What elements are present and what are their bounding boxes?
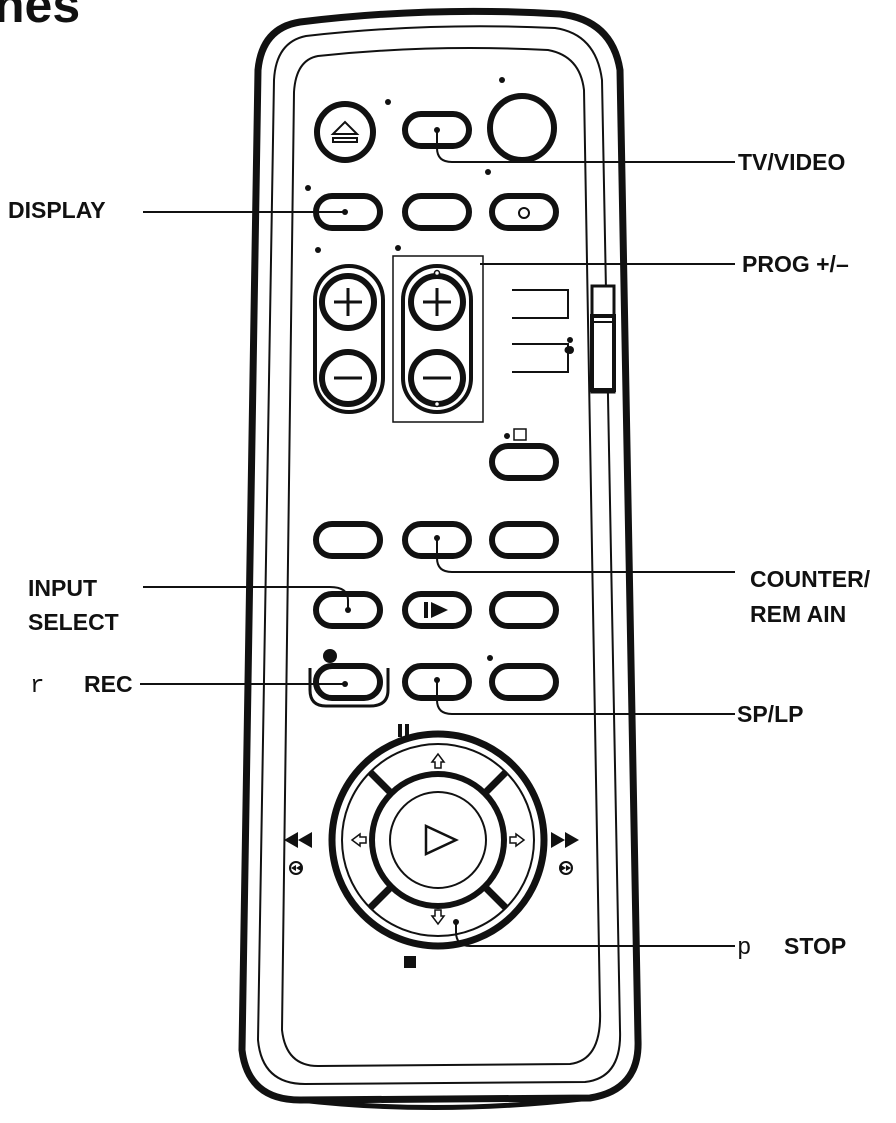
callout-tv-video: TV/VIDEO xyxy=(738,149,845,175)
row2-middle-button[interactable] xyxy=(402,193,472,231)
rewind-button[interactable] xyxy=(350,832,367,848)
play-icon xyxy=(424,824,459,856)
callout-display: DISPLAY xyxy=(8,197,106,223)
prog-minus-button[interactable] xyxy=(408,349,466,407)
callout-stop-prefix: p xyxy=(737,935,751,962)
eject-icon xyxy=(330,120,360,143)
plus-icon xyxy=(423,288,451,316)
arrow-right-icon xyxy=(509,832,526,848)
page-title: nes xyxy=(0,0,80,33)
callout-lines xyxy=(140,130,735,947)
indicator-dot xyxy=(499,77,505,83)
rewind-icon xyxy=(284,832,312,875)
plus-icon xyxy=(334,288,362,316)
indicator-dot xyxy=(567,337,573,343)
arrow-up-icon xyxy=(430,752,446,769)
play-icon xyxy=(431,602,448,618)
arrow-down-icon xyxy=(430,909,446,926)
indicator-dot xyxy=(395,245,401,251)
indicator-dot xyxy=(566,346,574,354)
remote-body xyxy=(238,7,642,1111)
indicator-dot xyxy=(485,169,491,175)
callout-counter-line2: REM AIN xyxy=(750,601,846,627)
prog-highlight-box xyxy=(392,255,484,423)
eject-button[interactable] xyxy=(314,101,376,163)
screen-icon xyxy=(513,428,527,441)
stop-icon xyxy=(404,956,416,968)
tactile-dot xyxy=(433,269,441,277)
callout-stop: STOP xyxy=(784,933,846,959)
slow-play-button[interactable] xyxy=(402,591,472,629)
pause-button[interactable] xyxy=(430,752,446,769)
indicator-dot xyxy=(487,655,493,661)
row7-right-button[interactable] xyxy=(489,663,559,701)
row5-right-button[interactable] xyxy=(489,521,559,559)
callout-dots xyxy=(342,127,459,925)
fast-forward-button[interactable] xyxy=(509,832,526,848)
indicator-dot xyxy=(504,433,510,439)
volume-plus-button[interactable] xyxy=(319,273,377,331)
indicator-dot xyxy=(385,99,391,105)
rec-button-guard xyxy=(308,668,390,708)
volume-minus-button[interactable] xyxy=(319,349,377,407)
callout-input-line2: SELECT xyxy=(28,609,119,635)
rec-button[interactable] xyxy=(313,663,383,701)
stop-button[interactable] xyxy=(430,909,446,926)
callout-rec-prefix: r xyxy=(30,673,44,700)
tactile-dot xyxy=(433,400,441,408)
record-dot-icon xyxy=(323,649,337,663)
callout-input-line1: INPUT xyxy=(28,575,97,601)
mode-switch-panel xyxy=(512,289,572,373)
callout-counter-line1: COUNTER/ xyxy=(750,566,871,592)
indicator-dot xyxy=(305,185,311,191)
arrow-left-icon xyxy=(350,832,367,848)
row6-right-button[interactable] xyxy=(489,591,559,629)
fast-forward-icon xyxy=(551,832,579,875)
side-slider-switch[interactable] xyxy=(590,284,616,394)
callout-rec: REC xyxy=(84,671,133,697)
slow-bar-icon xyxy=(424,602,428,618)
play-button[interactable] xyxy=(389,791,487,889)
power-button[interactable] xyxy=(487,93,557,163)
row5-left-button[interactable] xyxy=(313,521,383,559)
callout-sp-lp: SP/LP xyxy=(737,701,803,727)
prog-plus-button[interactable] xyxy=(408,273,466,331)
small-circle-icon xyxy=(518,207,530,219)
callout-prog: PROG +/– xyxy=(742,251,849,277)
index-button[interactable] xyxy=(489,443,559,481)
indicator-dot xyxy=(315,247,321,253)
pause-icon xyxy=(398,724,409,737)
